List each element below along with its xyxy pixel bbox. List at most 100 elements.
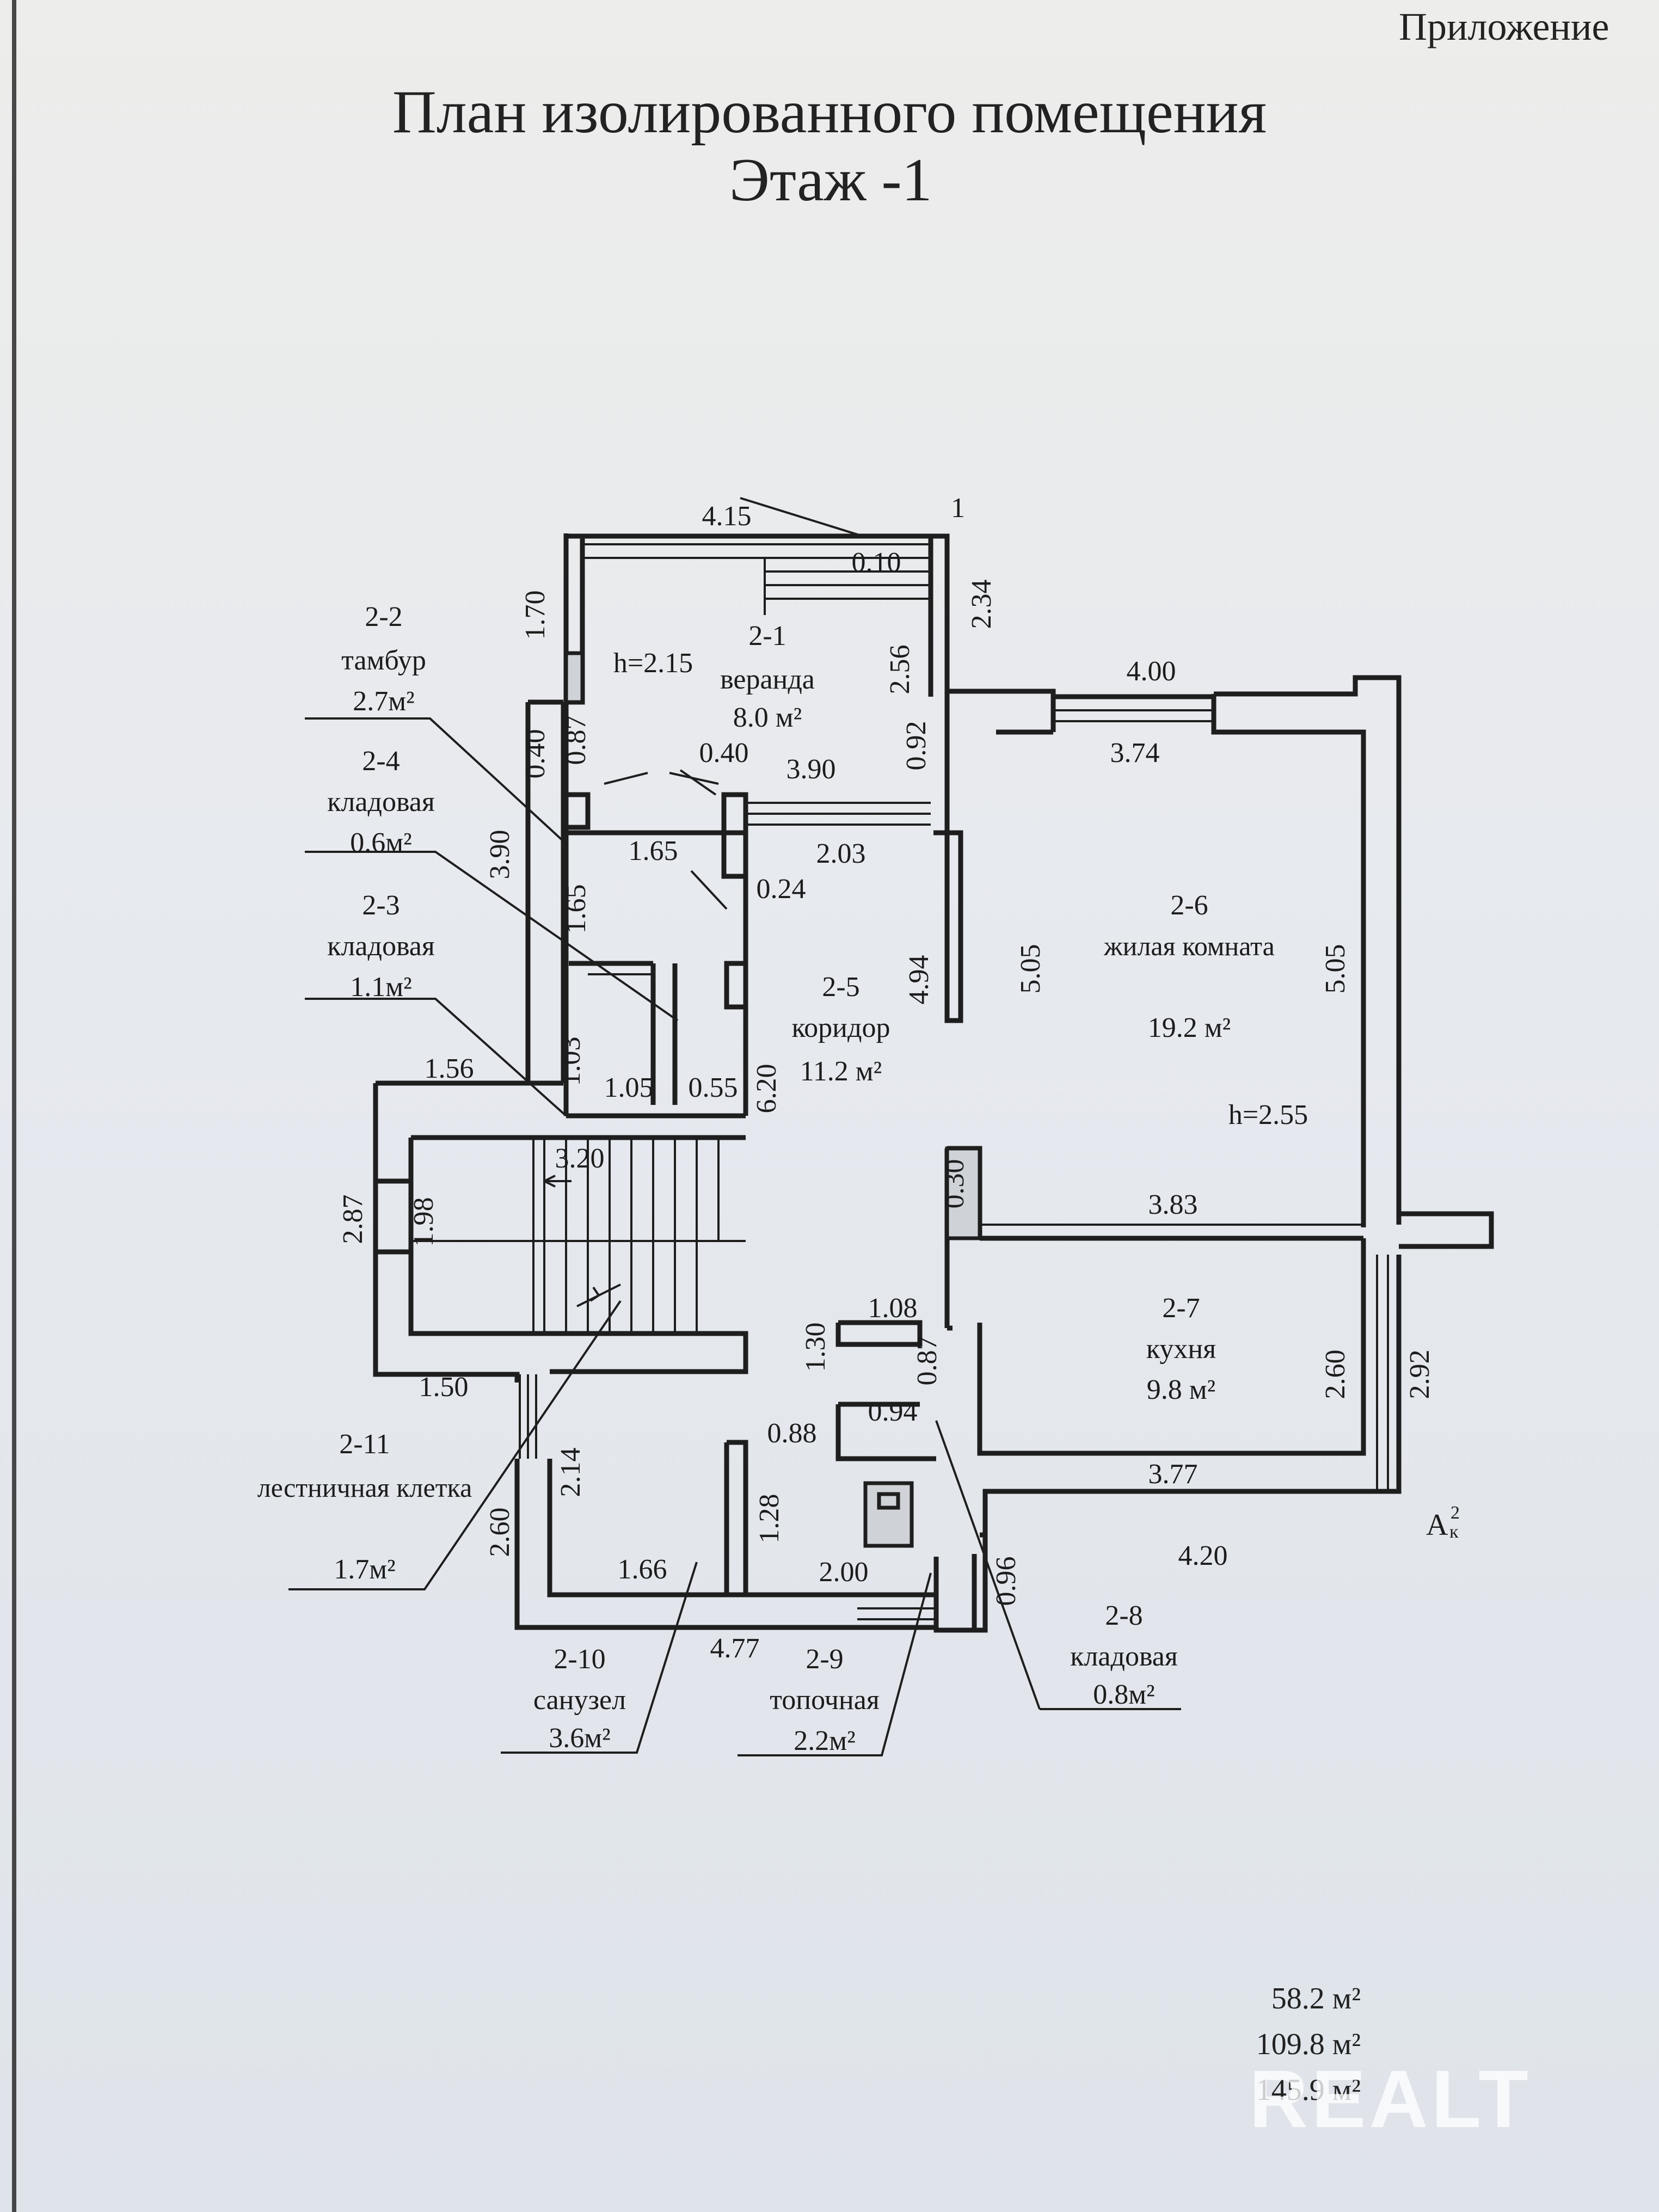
floor-label: Этаж -1 [729, 146, 932, 214]
room-2-5-number: 2-5 [822, 972, 859, 1003]
appendix-label: Приложение [1399, 5, 1609, 48]
dimension-label: 1 [951, 493, 965, 524]
wall-outline [563, 533, 748, 1119]
dimension-label: 4.77 [710, 1633, 760, 1664]
dimension-label: 1.50 [419, 1372, 469, 1403]
wall-kitchen-lower [947, 1325, 985, 1538]
dimension-label: 1.56 [425, 1053, 474, 1084]
stair-arrow [544, 1175, 621, 1307]
room-2-6-area: 19.2 м² [1148, 1012, 1231, 1043]
room-2-11-number: 2-11 [339, 1429, 390, 1460]
room-2-10-number: 2-10 [554, 1644, 605, 1675]
wall-bath [514, 1459, 939, 1630]
room-2-1-number: 2-1 [748, 620, 786, 652]
room-2-4-name: кладовая [327, 787, 435, 818]
dimension-label: 0.30 [939, 1159, 970, 1209]
dimension-label: 0.87 [912, 1336, 943, 1386]
plan-title: План изолированного помещения [392, 78, 1267, 146]
dimension-label: 0.10 [852, 547, 901, 578]
dimension-label: 3.74 [1110, 738, 1160, 769]
dimension-label: 3.77 [1148, 1459, 1198, 1490]
room-2-7-name: кухня [1146, 1334, 1216, 1365]
room-2-9-name: топочная [770, 1685, 880, 1716]
window-living [1053, 709, 1214, 722]
room-2-8-area: 0.8м² [1093, 1679, 1155, 1710]
room-2-2-name: тамбур [341, 645, 426, 676]
dimension-label: 4.20 [1178, 1540, 1228, 1571]
dimension-label: 2.60 [484, 1508, 515, 1557]
wall-columns [561, 792, 980, 1238]
wall-corridor-right [933, 689, 1056, 1023]
room-2-9-number: 2-9 [806, 1644, 843, 1675]
dimension-label: 0.87 [561, 716, 592, 765]
dimension-labels: 4.15 0.10 1 2.34 1.70 2.56 4.00 3.74 0.40 0.87 0.9… [337, 493, 1435, 1664]
dimension-label: 1.66 [618, 1554, 667, 1585]
dimension-label: 2.92 [1404, 1350, 1435, 1399]
dimension-label: 3.90 [787, 754, 836, 785]
leader-lines [288, 497, 1181, 1756]
room-2-10-area: 3.6м² [549, 1723, 611, 1754]
dimension-label: 1.28 [754, 1494, 785, 1544]
dimension-label: 2.03 [816, 838, 866, 869]
sheet-edge [12, 0, 16, 2212]
room-2-11-name: лестничная клетка [257, 1472, 472, 1503]
dimension-label: 1.65 [561, 884, 592, 934]
room-2-7-number: 2-7 [1162, 1293, 1200, 1324]
room-2-5-name: коридор [792, 1012, 890, 1043]
dimension-label: 1.70 [520, 591, 551, 640]
dimension-label: 1.65 [629, 835, 678, 867]
room-2-6-name: жилая комната [1103, 931, 1275, 961]
partition-living-kitchen [980, 1224, 1363, 1239]
room-2-5-area: 11.2 м² [800, 1056, 882, 1087]
window-verandah [582, 543, 931, 615]
wall-left-rooms [525, 699, 748, 1105]
room-2-8-name: кладовая [1070, 1641, 1178, 1672]
room-2-1-name: веранда [720, 664, 815, 695]
room-2-7-area: 9.8 м² [1147, 1374, 1216, 1405]
room-2-3-area: 1.1м² [350, 972, 412, 1003]
axis-mark: A [1426, 1508, 1448, 1542]
room-labels: 2-1 веранда 8.0 м² 2-2 тамбур 2.7м² 2-4 … [257, 601, 1308, 1756]
room-2-6-number: 2-6 [1170, 890, 1208, 921]
room-2-1-area: 8.0 м² [733, 702, 802, 733]
room-2-3-number: 2-3 [362, 890, 400, 921]
dimension-label: 4.94 [904, 955, 935, 1005]
dimension-label: 4.15 [702, 501, 752, 532]
axis-mark-sup: 2 [1451, 1503, 1460, 1523]
dimension-label: 1.30 [800, 1323, 831, 1372]
window-boiler [857, 1607, 936, 1620]
dimension-label: 2.34 [966, 580, 997, 629]
room-2-2-number: 2-2 [365, 601, 402, 632]
dimension-label: 3.20 [555, 1143, 605, 1174]
dimension-label: 2.14 [555, 1448, 586, 1497]
room-2-3-name: кладовая [327, 931, 435, 962]
column-post [945, 1146, 982, 1240]
wall-stair [373, 1080, 748, 1382]
room-2-4-number: 2-4 [362, 746, 400, 777]
stair-treads [411, 1138, 746, 1334]
room-2-4-area: 0.6м² [350, 827, 412, 858]
wall-boiler [724, 1320, 977, 1633]
room-2-2-area: 2.7м² [353, 686, 415, 717]
dimension-label: 1.98 [408, 1197, 439, 1247]
dimension-label: 1.03 [555, 1037, 586, 1086]
total-line: 109.8 м² [1256, 2027, 1361, 2061]
dimension-label: 5.05 [1015, 944, 1046, 994]
dimension-label: 0.40 [520, 729, 551, 779]
dimension-label: 2.56 [884, 645, 915, 695]
dimension-label: 0.96 [991, 1557, 1022, 1606]
total-line: 145.9 м² [1256, 2073, 1361, 2107]
dimension-label: 6.20 [751, 1064, 782, 1114]
dimension-label: 0.88 [767, 1418, 817, 1449]
window-kitchen [1376, 1255, 1389, 1491]
dimension-label: 2.60 [1320, 1350, 1351, 1399]
dimension-label: 2.00 [819, 1557, 869, 1588]
dimension-label: 3.83 [1148, 1189, 1198, 1220]
dimension-label: 0.94 [868, 1396, 918, 1427]
dimension-label: 0.24 [757, 874, 806, 905]
dimension-label: 1.05 [604, 1072, 654, 1103]
dimension-label: 0.92 [901, 721, 932, 771]
room-2-8-number: 2-8 [1105, 1600, 1142, 1631]
dimension-label: 4.00 [1127, 656, 1176, 687]
